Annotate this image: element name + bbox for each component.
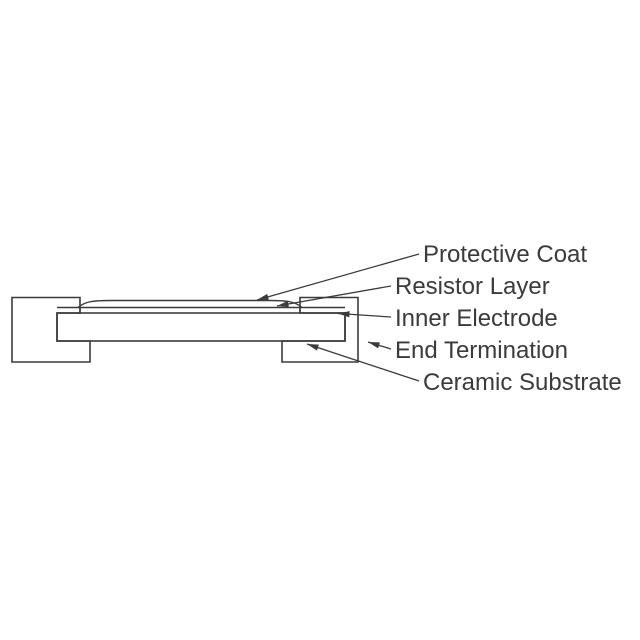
ceramic-substrate-shape [56, 312, 346, 342]
label-resistor-layer: Resistor Layer [395, 273, 550, 300]
protective-coat-shape [77, 299, 303, 309]
end-termination-left-shape [11, 296, 91, 363]
end-termination-right-shape [281, 296, 359, 363]
leader-protective-coat [256, 253, 420, 301]
leader-ceramic-substrate [306, 343, 420, 382]
label-inner-electrode: Inner Electrode [395, 305, 558, 332]
leader-end-termination [367, 341, 392, 350]
callouts: Protective Coat Resistor Layer Inner Ele… [256, 241, 622, 396]
label-ceramic-substrate: Ceramic Substrate [423, 369, 622, 396]
resistor-layer-shape [79, 306, 301, 313]
leader-resistor-layer [276, 285, 392, 308]
label-end-termination: End Termination [395, 337, 568, 364]
label-protective-coat: Protective Coat [423, 241, 587, 268]
leader-inner-electrode [337, 311, 392, 318]
component-drawing [11, 296, 359, 363]
